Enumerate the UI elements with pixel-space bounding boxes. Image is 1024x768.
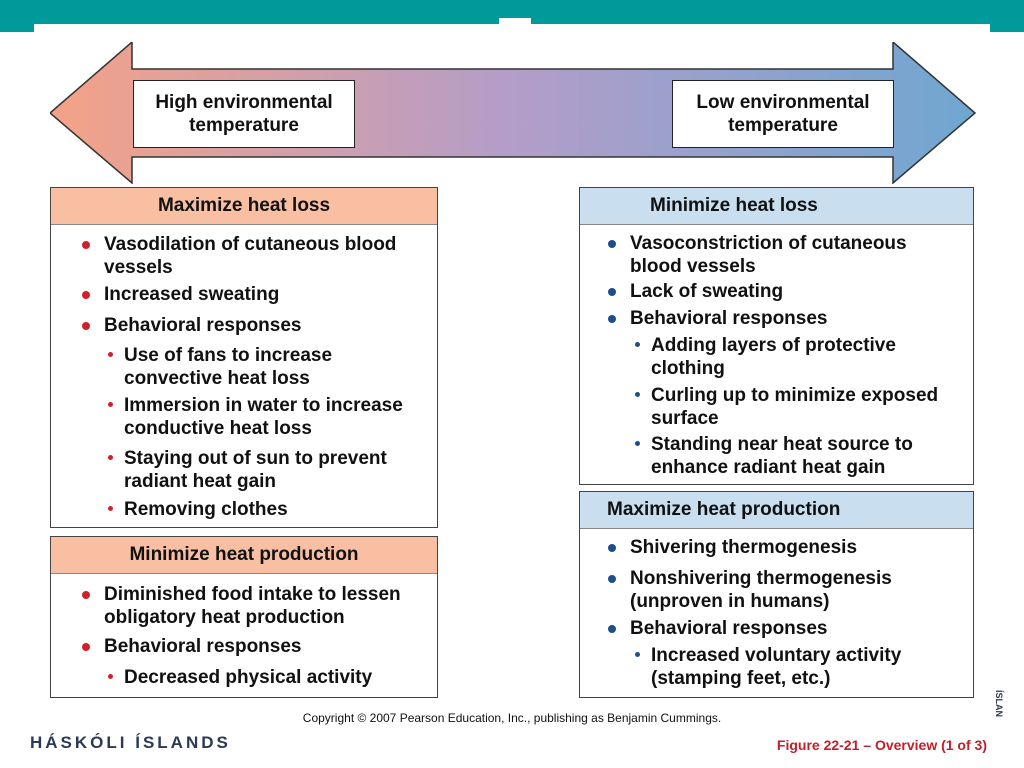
bullet-icon bbox=[608, 315, 616, 323]
list-item: Diminished food intake to lessen obligat… bbox=[82, 583, 434, 629]
list-item: Immersion in water to increase conductiv… bbox=[108, 394, 434, 440]
sub-bullet-icon bbox=[108, 506, 113, 511]
list-item: Staying out of sun to prevent radiant he… bbox=[108, 447, 424, 493]
figure-caption: Figure 22-21 – Overview (1 of 3) bbox=[776, 737, 987, 753]
bullet-icon bbox=[82, 591, 90, 599]
university-logo-text: HÁSKÓLI ÍSLANDS bbox=[30, 733, 231, 752]
list-item: Standing near heat source to enhance rad… bbox=[635, 433, 951, 479]
list-item: Curling up to minimize exposed surface bbox=[635, 384, 969, 430]
minimize-heat-production-title: Minimize heat production bbox=[51, 537, 437, 574]
maximize-heat-production-title: Maximize heat production bbox=[580, 492, 973, 529]
list-item: Shivering thermogenesis bbox=[608, 536, 950, 559]
top-banner-notch bbox=[499, 18, 531, 26]
minimize-heat-loss-title: Minimize heat loss bbox=[580, 188, 973, 225]
list-item: Vasoconstriction of cutaneous blood vess… bbox=[608, 232, 950, 278]
list-item: Removing clothes bbox=[108, 498, 424, 521]
maximize-heat-loss-panel: Maximize heat loss Vasodilation of cutan… bbox=[50, 187, 438, 528]
maximize-heat-loss-title: Maximize heat loss bbox=[51, 188, 437, 225]
top-banner-left-tab bbox=[0, 24, 34, 32]
sub-bullet-icon bbox=[108, 402, 113, 407]
sub-bullet-icon bbox=[635, 652, 640, 657]
maximize-heat-production-panel: Maximize heat production Shivering therm… bbox=[579, 491, 974, 698]
list-item: Increased voluntary activity (stamping f… bbox=[635, 644, 941, 690]
list-item: Decreased physical activity bbox=[108, 666, 424, 689]
list-item: Adding layers of protective clothing bbox=[635, 334, 951, 380]
high-temperature-label: High environmental temperature bbox=[133, 80, 355, 148]
list-item: Behavioral responses bbox=[608, 307, 950, 330]
list-item: Behavioral responses bbox=[608, 617, 950, 640]
list-item: Behavioral responses bbox=[82, 635, 434, 658]
bullet-icon bbox=[608, 240, 616, 248]
sub-bullet-icon bbox=[108, 455, 113, 460]
bullet-icon bbox=[608, 575, 616, 583]
list-item: Vasodilation of cutaneous blood vessels bbox=[82, 233, 404, 279]
list-item: Behavioral responses bbox=[82, 314, 434, 337]
bullet-icon bbox=[608, 288, 616, 296]
bullet-icon bbox=[82, 291, 90, 299]
bullet-icon bbox=[608, 625, 616, 633]
bullet-icon bbox=[608, 544, 616, 552]
sub-bullet-icon bbox=[108, 674, 113, 679]
list-item: Lack of sweating bbox=[608, 280, 950, 303]
sub-bullet-icon bbox=[635, 392, 640, 397]
minimize-heat-production-panel: Minimize heat production Diminished food… bbox=[50, 536, 438, 698]
sub-bullet-icon bbox=[635, 441, 640, 446]
bullet-icon bbox=[82, 241, 90, 249]
bullet-icon bbox=[82, 643, 90, 651]
copyright-text: Copyright © 2007 Pearson Education, Inc.… bbox=[302, 711, 722, 725]
minimize-heat-loss-panel: Minimize heat loss Vasoconstriction of c… bbox=[579, 187, 974, 485]
list-item: Use of fans to increase convective heat … bbox=[108, 344, 394, 390]
sub-bullet-icon bbox=[635, 342, 640, 347]
low-temperature-label: Low environmental temperature bbox=[672, 80, 894, 148]
list-item: Increased sweating bbox=[82, 283, 434, 306]
list-item: Nonshivering thermogenesis (unproven in … bbox=[608, 567, 930, 613]
sub-bullet-icon bbox=[108, 352, 113, 357]
side-logo-text: ÍSLAN bbox=[994, 690, 1004, 717]
top-banner-right-tab bbox=[990, 24, 1024, 32]
bullet-icon bbox=[82, 322, 90, 330]
